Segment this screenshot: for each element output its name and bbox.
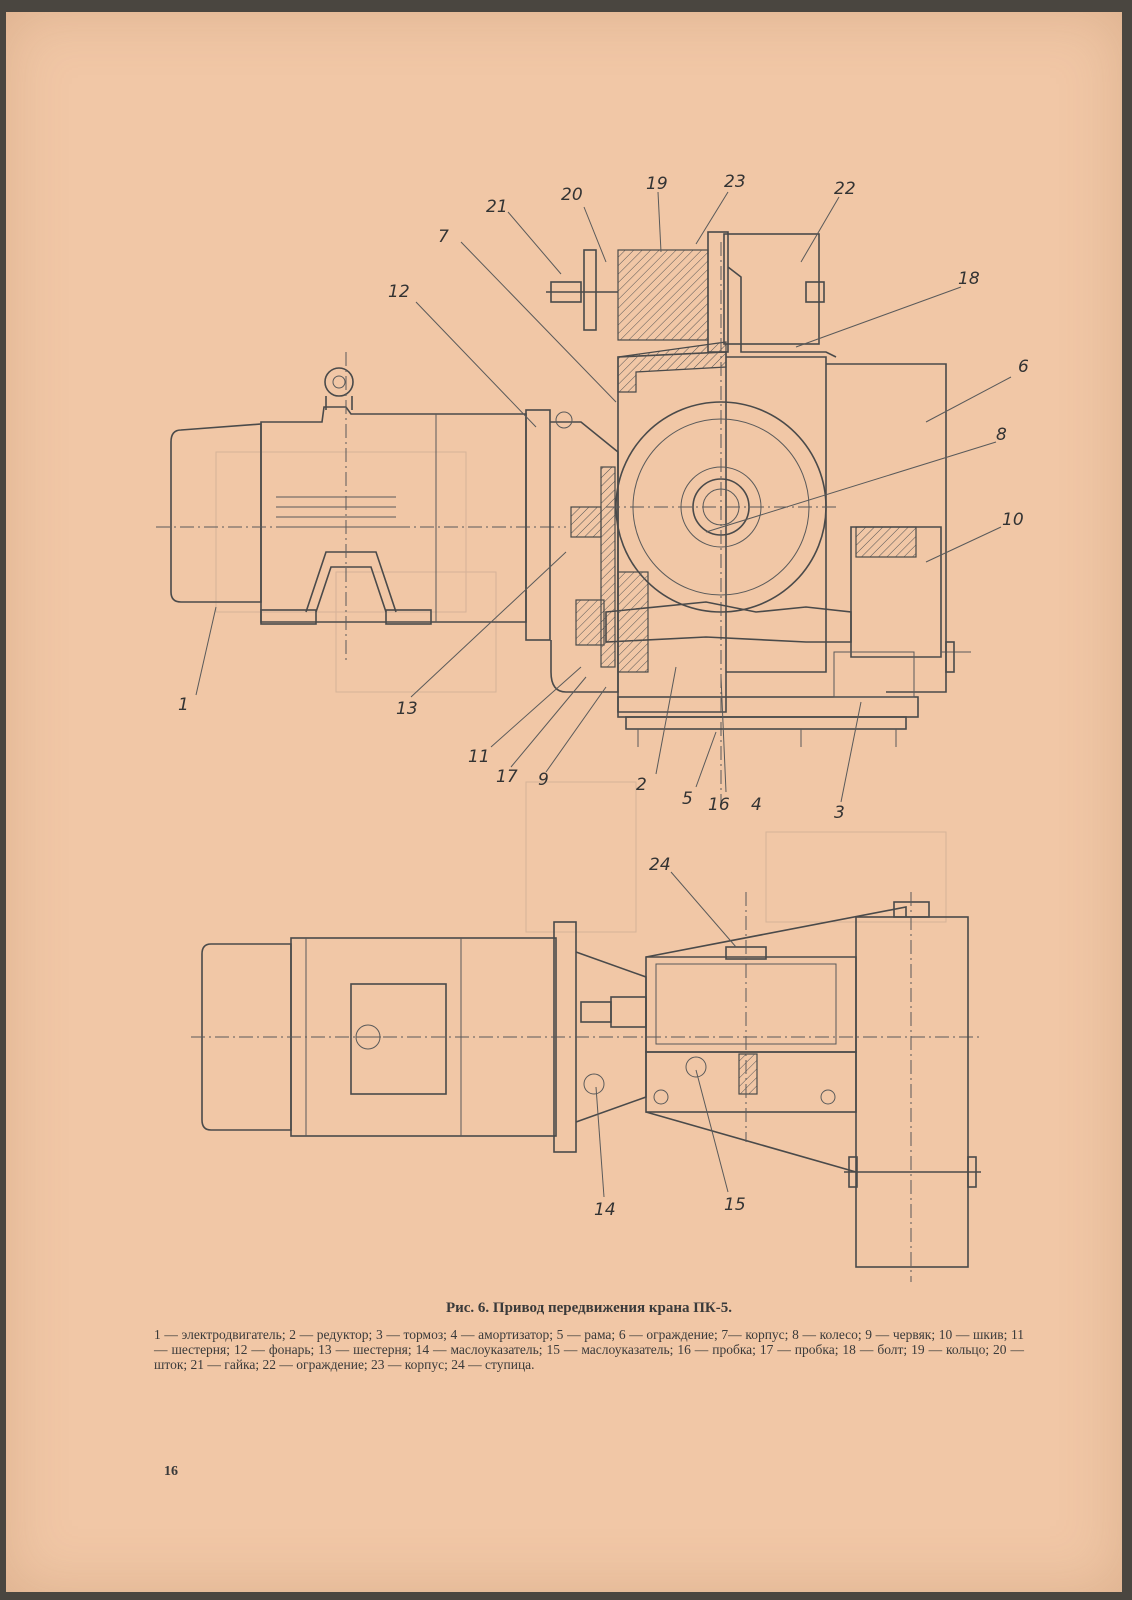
callout-15: 15 xyxy=(724,1195,746,1215)
callout-8: 8 xyxy=(996,425,1007,445)
caption-legend: 1 — электродвигатель; 2 — редуктор; 3 — … xyxy=(154,1327,1024,1372)
callout-13: 13 xyxy=(396,699,418,719)
callout-19: 19 xyxy=(646,174,668,194)
callout-21: 21 xyxy=(486,197,508,217)
technical-drawing: 1 2 3 4 5 6 7 8 9 10 11 12 13 14 15 16 1… xyxy=(156,172,1029,1282)
bottom-view-drawing xyxy=(191,892,981,1282)
document-page: 1 2 3 4 5 6 7 8 9 10 11 12 13 14 15 16 1… xyxy=(6,12,1122,1592)
callout-labels: 1 2 3 4 5 6 7 8 9 10 11 12 13 14 15 16 1… xyxy=(178,172,1029,1220)
callout-11: 11 xyxy=(468,747,490,767)
callout-18: 18 xyxy=(958,269,980,289)
callout-16: 16 xyxy=(708,795,730,815)
lantern-flange xyxy=(525,409,619,693)
shock-absorber xyxy=(546,231,837,358)
callout-3: 3 xyxy=(834,803,845,823)
callout-22: 22 xyxy=(834,179,856,199)
callout-7: 7 xyxy=(438,227,449,247)
callout-17: 17 xyxy=(496,767,518,787)
callout-5: 5 xyxy=(682,789,693,809)
callout-14: 14 xyxy=(594,1200,616,1220)
brake-pulley xyxy=(833,526,971,698)
callout-4: 4 xyxy=(751,795,762,815)
gearbox-body xyxy=(605,242,947,802)
callout-10: 10 xyxy=(1002,510,1024,530)
leader-lines xyxy=(195,191,1012,1198)
figure-caption: Рис. 6. Привод передвижения крана ПК-5. … xyxy=(154,1300,1024,1372)
callout-12: 12 xyxy=(388,282,410,302)
callout-23: 23 xyxy=(724,172,746,192)
top-view-drawing xyxy=(156,231,971,933)
motor-side-view xyxy=(156,352,566,662)
callout-24: 24 xyxy=(649,855,671,875)
callout-20: 20 xyxy=(561,185,583,205)
callout-6: 6 xyxy=(1018,357,1029,377)
page-number: 16 xyxy=(164,1464,178,1479)
callout-9: 9 xyxy=(538,770,549,790)
callout-2: 2 xyxy=(636,775,647,795)
callout-1: 1 xyxy=(178,695,189,715)
caption-title: Рис. 6. Привод передвижения крана ПК-5. xyxy=(445,1300,733,1316)
